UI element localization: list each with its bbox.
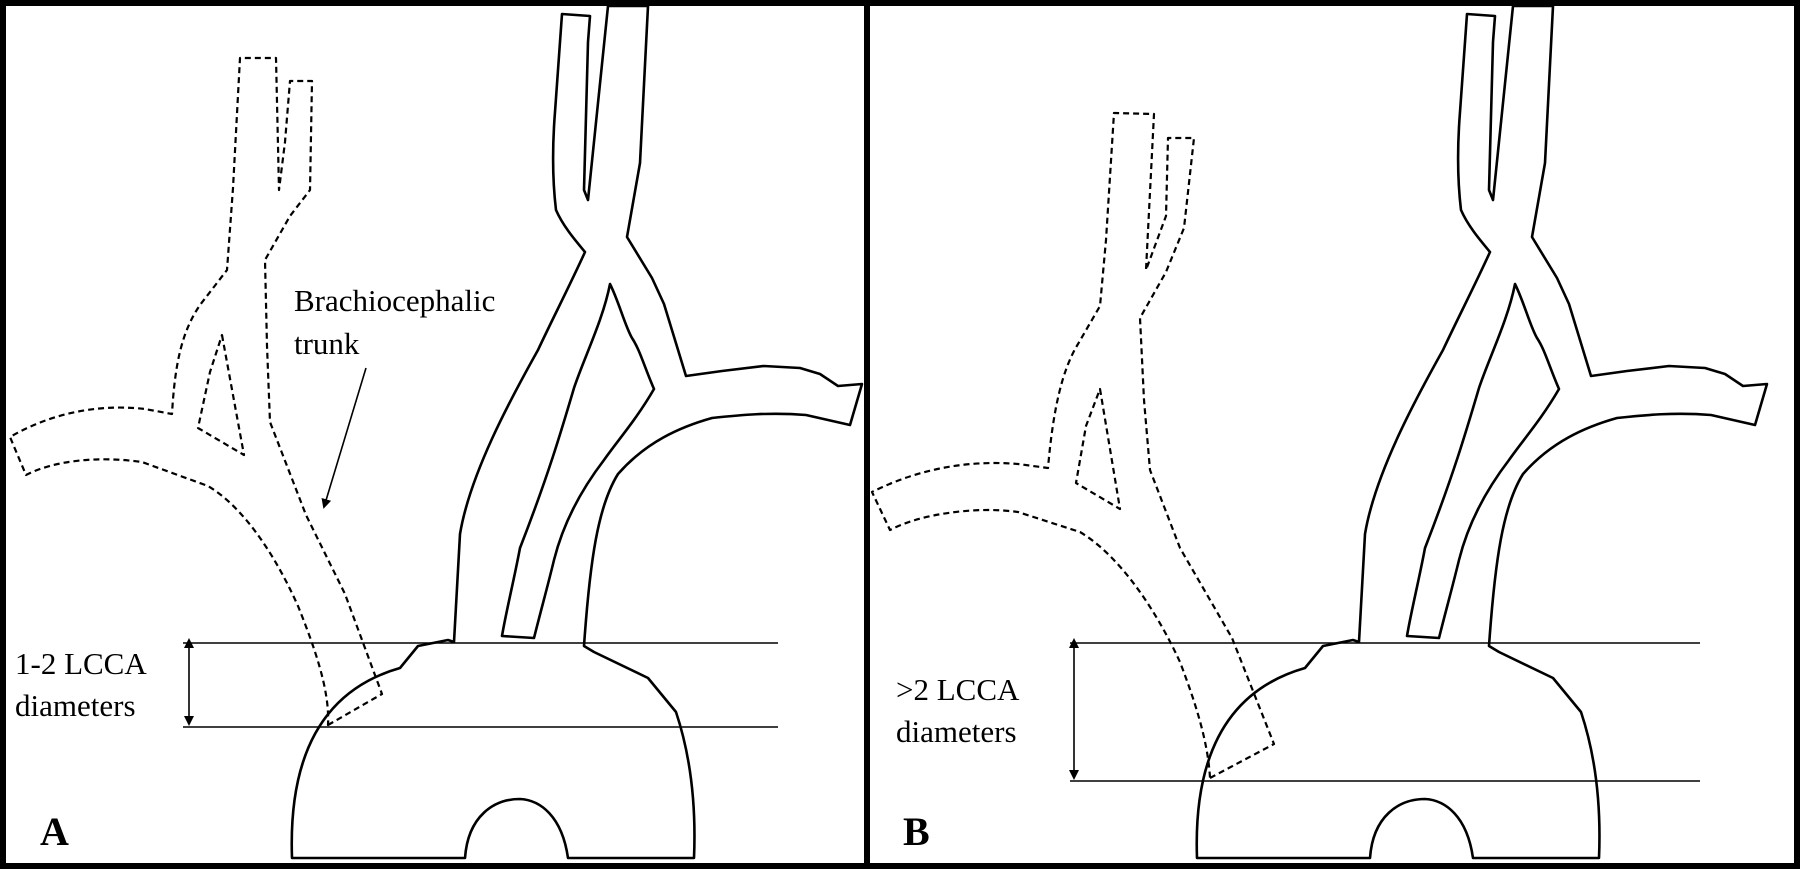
panel-b: >2 LCCA diameters B [870, 4, 1769, 860]
panel-letter-b: B [903, 809, 930, 854]
annotation-line-2-b: diameters [896, 714, 1017, 749]
callout-line-2: trunk [294, 326, 360, 361]
callout-line-1: Brachiocephalic [294, 283, 495, 318]
aortic-arch-b [1195, 4, 1769, 860]
annotation-line-1-b: >2 LCCA [896, 672, 1020, 707]
brachiocephalic-trunk-dashed-b [870, 111, 1276, 780]
panel-letter-a: A [40, 809, 69, 854]
panel-a: 1-2 LCCA diameters Brachiocephalic trunk… [8, 4, 864, 860]
annotation-line-1-a: 1-2 LCCA [15, 646, 147, 681]
callout-arrow [321, 367, 367, 509]
aortic-arch-a [290, 4, 864, 860]
annotation-line-2-a: diameters [15, 688, 136, 723]
brachiocephalic-trunk-dashed-a [8, 56, 384, 727]
